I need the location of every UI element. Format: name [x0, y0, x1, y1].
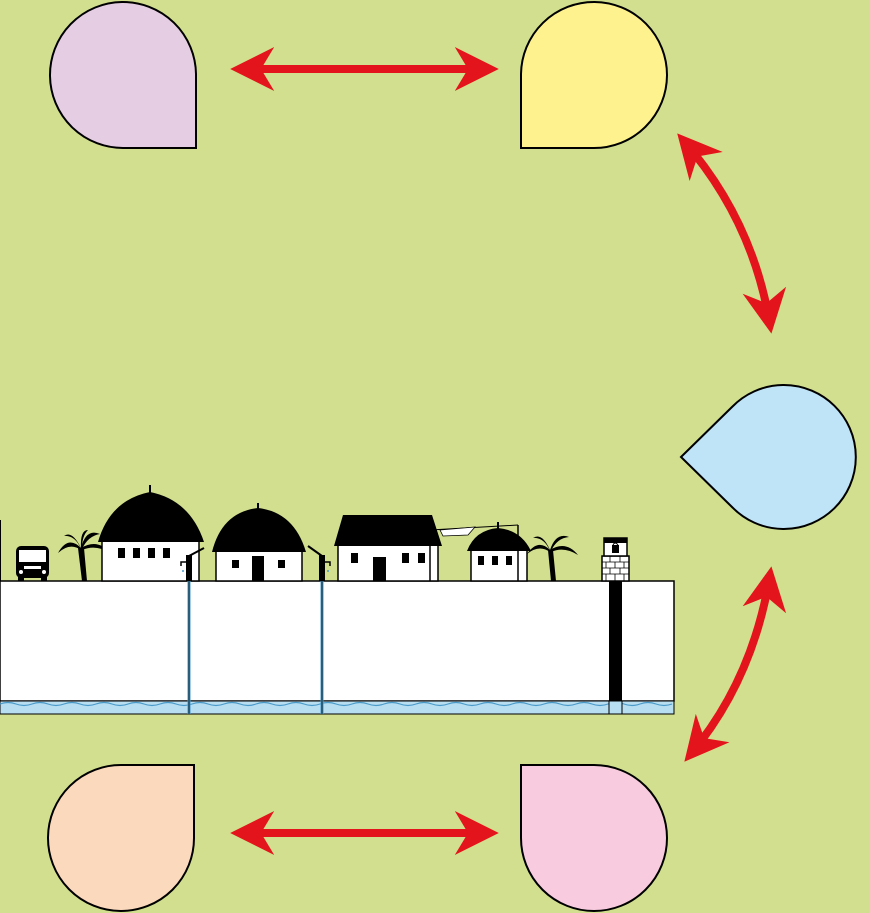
ground-section — [0, 580, 675, 702]
palm-tree-icon — [527, 535, 578, 581]
water-tower-icon — [601, 537, 630, 715]
bus-icon — [16, 546, 49, 581]
small-house-icon — [467, 522, 531, 582]
round-hut-icon — [212, 503, 306, 582]
thatched-hut-icon — [98, 485, 204, 582]
house-icon — [334, 515, 442, 582]
arrow-top-right-right — [677, 133, 787, 334]
node-right — [679, 384, 857, 530]
arrow-right-bottom-right — [684, 566, 787, 762]
hand-pump-icon — [307, 545, 331, 714]
node-top-left — [49, 1, 197, 150]
node-top-right — [520, 1, 668, 149]
node-bottom-left — [47, 763, 195, 912]
water-table — [0, 700, 675, 715]
village-cross-section — [0, 485, 675, 715]
palm-tree-icon — [58, 530, 110, 581]
node-bottom-right — [520, 764, 668, 912]
water-surface-line — [0, 701, 673, 707]
awning — [429, 524, 519, 537]
hand-pump-icon — [180, 547, 205, 714]
